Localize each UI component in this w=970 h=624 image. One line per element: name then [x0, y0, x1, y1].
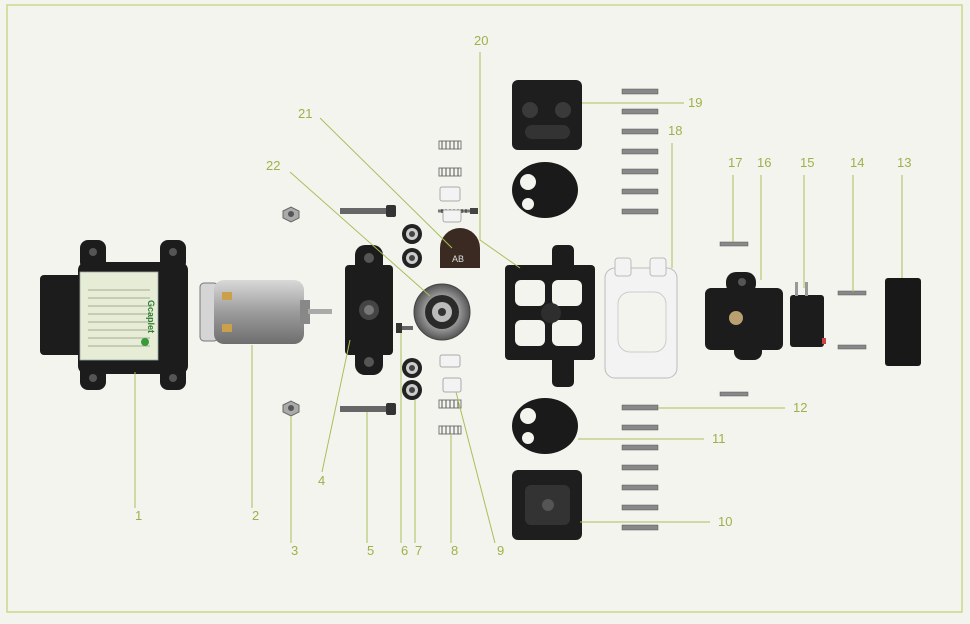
callout-3: 3	[291, 543, 298, 558]
part-2-dc-motor	[199, 280, 332, 344]
motor-label-brand: Gcaplet	[146, 300, 156, 333]
part-16-switch-housing	[705, 272, 783, 360]
callout-6: 6	[401, 543, 408, 558]
part-3-nut-bottom	[282, 400, 300, 417]
callout-1: 1	[135, 508, 142, 523]
callout-17: 17	[728, 155, 742, 170]
leader-lines	[134, 52, 903, 544]
part-12-screws	[621, 404, 659, 531]
part-21-cam: AB	[440, 228, 480, 268]
part-4-bracket	[345, 245, 393, 375]
leader-line-20	[479, 52, 521, 269]
callout-18: 18	[668, 123, 682, 138]
part-3-nut-top	[282, 206, 300, 223]
part-5-long-screw-bottom	[340, 403, 396, 415]
callout-8: 8	[451, 543, 458, 558]
callout-22: 22	[266, 158, 280, 173]
part-22-main-bearing	[413, 283, 471, 341]
part-11-diaphragm-bottom	[512, 398, 578, 454]
part-8-spring-3	[438, 399, 462, 409]
leader-line-21	[319, 117, 453, 249]
part-8-spring-2	[438, 167, 462, 177]
callout-14: 14	[850, 155, 864, 170]
part-5-long-screw-top-b	[340, 205, 396, 217]
diagram-frame	[6, 4, 963, 613]
part-11-diaphragm-top	[512, 162, 578, 218]
part-17-small-screws	[719, 241, 749, 397]
callout-5: 5	[367, 543, 374, 558]
callout-10: 10	[718, 514, 732, 529]
part-8-spring-4	[438, 425, 462, 435]
part-7-washers	[402, 224, 422, 400]
part-14-screws	[837, 290, 867, 350]
callout-19: 19	[688, 95, 702, 110]
callout-15: 15	[800, 155, 814, 170]
callout-13: 13	[897, 155, 911, 170]
part-20-chamber-frame	[505, 245, 595, 387]
part-18-white-gasket	[604, 257, 678, 379]
callout-20: 20	[474, 33, 488, 48]
callout-12: 12	[793, 400, 807, 415]
part-6-pin-screw	[396, 323, 413, 333]
part-1-pump-housing: Gcaplet	[40, 240, 188, 390]
leader-line-22	[289, 171, 431, 297]
callout-9: 9	[497, 543, 504, 558]
callout-2: 2	[252, 508, 259, 523]
part-10-bottom-cover	[512, 470, 582, 540]
callout-7: 7	[415, 543, 422, 558]
part-19-screws	[621, 88, 659, 215]
callout-16: 16	[757, 155, 771, 170]
part-19-top-cover	[512, 80, 582, 150]
callout-4: 4	[318, 473, 325, 488]
part-8-spring-1	[438, 140, 462, 150]
leader-line-4	[321, 339, 351, 473]
callout-11: 11	[712, 431, 726, 446]
leader-line-9	[455, 391, 496, 544]
cam-marking: AB	[452, 254, 464, 264]
part-15-micro-switch	[790, 282, 826, 347]
part-9-valve-clips	[439, 186, 462, 393]
part-13-end-cap	[885, 278, 921, 366]
callout-21: 21	[298, 106, 312, 121]
